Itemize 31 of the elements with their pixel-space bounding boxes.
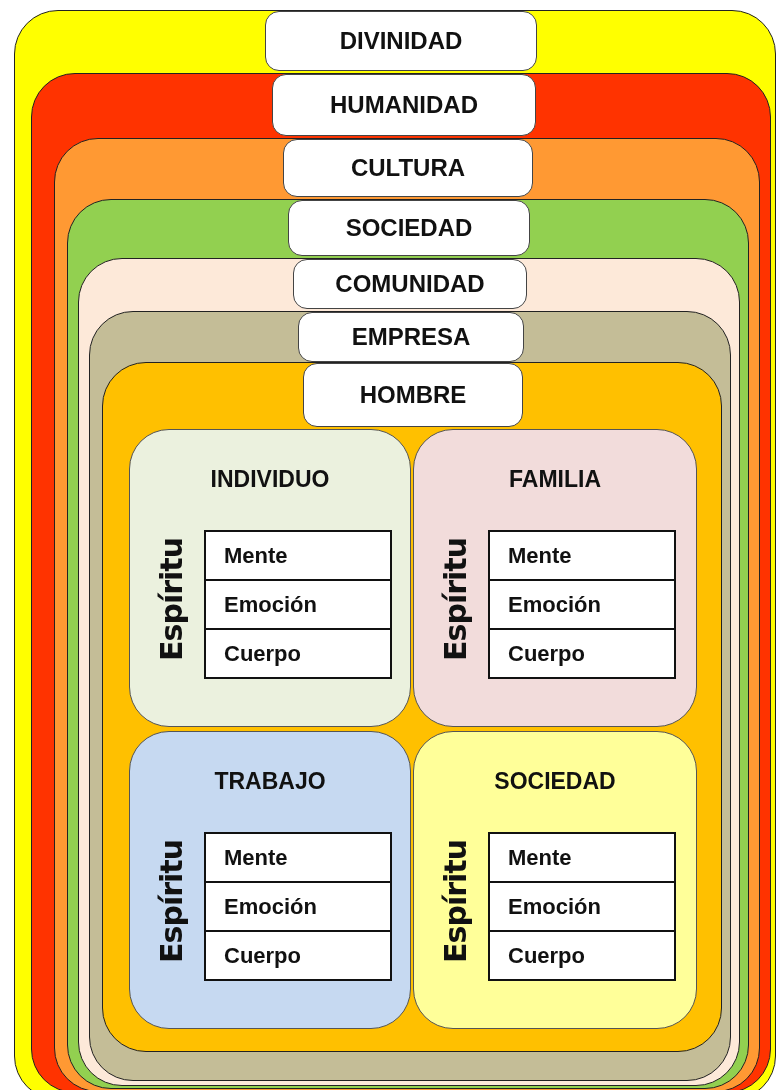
table-cell: Mente	[204, 530, 392, 581]
table-cell: Emoción	[488, 881, 676, 932]
layer-title: HOMBRE	[303, 363, 523, 427]
layer-title: COMUNIDAD	[293, 259, 527, 309]
vertical-label: Espíritu	[154, 840, 189, 963]
table-cell: Mente	[488, 832, 676, 883]
vertical-label: Espíritu	[438, 538, 473, 661]
quadrant-panel	[129, 429, 411, 727]
table-cell: Emoción	[204, 881, 392, 932]
table-cell: Emoción	[204, 579, 392, 630]
layer-title: EMPRESA	[298, 312, 524, 362]
layer-title: CULTURA	[283, 139, 533, 197]
layer-title: DIVINIDAD	[265, 11, 537, 71]
table-cell: Cuerpo	[204, 628, 392, 679]
vertical-label: Espíritu	[438, 840, 473, 963]
quadrant-panel	[129, 731, 411, 1029]
table-cell: Cuerpo	[204, 930, 392, 981]
table-cell: Mente	[488, 530, 676, 581]
layer-title: SOCIEDAD	[288, 200, 530, 256]
table-cell: Emoción	[488, 579, 676, 630]
quadrant-title: SOCIEDAD	[493, 768, 617, 795]
quadrant-title: FAMILIA	[508, 466, 602, 493]
layer-title: HUMANIDAD	[272, 74, 536, 136]
table-cell: Cuerpo	[488, 930, 676, 981]
quadrant-panel	[413, 429, 697, 727]
quadrant-title: INDIVIDUO	[209, 466, 331, 493]
vertical-label: Espíritu	[154, 538, 189, 661]
table-cell: Cuerpo	[488, 628, 676, 679]
table-cell: Mente	[204, 832, 392, 883]
quadrant-panel	[413, 731, 697, 1029]
quadrant-title: TRABAJO	[213, 768, 327, 795]
